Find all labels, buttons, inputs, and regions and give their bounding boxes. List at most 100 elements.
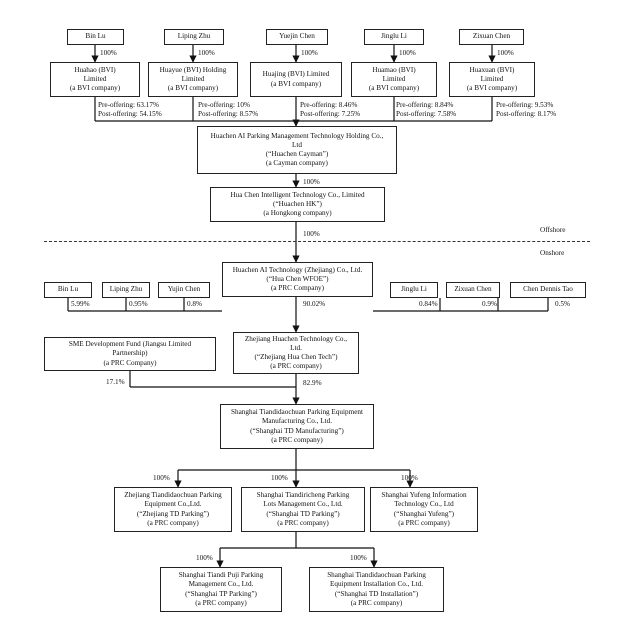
onshore-label: Onshore [540,249,565,257]
company-name-cont: Limited [480,74,504,83]
ownership-percent: 100% [497,49,514,57]
company-type: (a PRC company) [270,362,322,371]
td-manufacturing-box: Shanghai Tiandidaochuan Parking Equipmen… [220,404,374,449]
sme-fund-box: SME Development Fund (Jiangsu Limited Pa… [44,337,216,371]
bvi-company-box: Huajing (BVI) Limited (a BVI company) [250,62,342,97]
company-type: (a BVI company) [167,84,219,93]
company-name-cont: Equipment Co.,Ltd. [144,500,202,509]
pre-offering-percent: Pre-offering: 63.17% [98,101,159,109]
company-name: Zhejiang Tiandidaochuan Parking [124,491,222,500]
pre-offering-percent: Pre-offering: 9.53% [496,101,554,109]
company-type: (a PRC company) [147,518,199,527]
company-type: (a PRC company) [195,598,247,607]
company-type: (a Hongkong company) [263,209,332,218]
company-type: (a BVI company) [270,79,322,88]
company-name: Shanghai Yufeng Information [381,491,467,500]
ownership-percent: 5.99% [71,300,90,308]
grand-subsidiary-box: Shanghai Tiandidaochuan Parking Equipmen… [309,567,444,612]
grand-subsidiary-box: Shanghai Tiandi Puji Parking Management … [160,567,282,612]
ownership-percent: 100% [100,49,117,57]
ownership-percent: 82.9% [303,379,322,387]
company-type: (a PRC Company) [103,358,157,367]
wfoe-box: Huachen AI Technology (Zhejiang) Co., Lt… [222,262,373,297]
company-short-name: (“Shanghai TD Parking”) [266,509,340,518]
company-name-cont: Management Co., Ltd. [188,580,254,589]
company-name-cont: Partnership) [112,349,148,358]
pre-offering-percent: Pre-offering: 10% [198,101,250,109]
shareholder-box: Jinglu Li [364,29,424,45]
shareholder-name: Bin Lu [85,32,106,41]
shareholder-box: Bin Lu [67,29,124,45]
company-name: Huaxuan (BVI) [469,65,515,74]
company-name: SME Development Fund (Jiangsu Limited [68,340,192,349]
shareholder-name: Zixuan Chen [472,32,511,41]
company-type: (a PRC company) [271,435,323,444]
ownership-percent: 90.02% [303,300,326,308]
huachen-tech-box: Zhejiang Huachen Technology Co., Ltd. (“… [233,332,359,374]
subsidiary-box: Shanghai Tiandiricheng Parking Lots Mana… [241,487,365,532]
company-name: Huachen AI Technology (Zhejiang) Co., Lt… [232,265,363,274]
company-type: (a PRC company) [398,518,450,527]
individual-shareholder-box: Bin Lu [44,282,92,298]
company-short-name: (“Shanghai TD Manufacturing”) [250,426,344,435]
offshore-onshore-divider [44,241,590,242]
ownership-percent: 100% [303,178,320,186]
company-name-cont: Equipment Installation Co., Ltd. [329,580,424,589]
bvi-company-box: Huayue (BVI) Holding Limited (a BVI comp… [148,62,238,97]
bvi-company-box: Huaxuan (BVI) Limited (a BVI company) [449,62,535,97]
individual-shareholder-box: Jinglu Li [390,282,438,298]
company-name-cont: Limited [382,74,406,83]
company-name-cont: Limited [83,74,107,83]
company-name-cont: Technology Co., Ltd [394,500,454,509]
shareholder-name: Jinglu Li [381,32,407,41]
company-name: Huamao (BVI) [372,65,416,74]
company-type: (a PRC company) [277,518,329,527]
company-type: (a BVI company) [466,84,518,93]
shareholder-box: Yuejin Chen [266,29,328,45]
ownership-percent: 100% [401,474,418,482]
shareholder-box: Zixuan Chen [459,29,524,45]
company-name: Huachen AI Parking Management Technology… [210,131,384,140]
company-name-cont: Ltd. [290,343,302,352]
ownership-percent: 17.1% [106,378,125,386]
company-short-name: (“Shanghai Yufeng”) [393,509,455,518]
ownership-percent: 0.9% [482,300,497,308]
company-name: Hua Chen Intelligent Technology Co., Lim… [230,190,365,199]
shareholder-name: Jinglu Li [401,285,427,294]
ownership-percent: 100% [271,474,288,482]
subsidiary-box: Zhejiang Tiandidaochuan Parking Equipmen… [114,487,232,532]
offshore-label: Offshore [540,226,566,234]
company-name-cont: Manufacturing Co., Ltd. [261,417,333,426]
company-short-name: (“Zhejiang TD Parking”) [136,509,210,518]
company-short-name: (“Zhejiang Hua Chen Tech”) [254,353,338,361]
shareholder-name: Liping Zhu [177,32,211,41]
company-short-name: (“Shanghai TP Parking”) [185,589,257,598]
individual-shareholder-box: Zixuan Chen [446,282,500,298]
post-offering-percent: Post-offering: 8.17% [496,110,557,118]
bvi-company-box: Huamao (BVI) Limited (a BVI company) [351,62,437,97]
ownership-percent: 100% [350,554,367,562]
company-name-cont: Limited [181,74,205,83]
ownership-percent: 0.8% [187,300,202,308]
pre-offering-percent: Pre-offering: 8.84% [396,101,454,109]
post-offering-percent: Post-offering: 7.58% [396,110,457,118]
company-short-name: (“Huachen Cayman”) [265,150,329,158]
subsidiary-box: Shanghai Yufeng Information Technology C… [370,487,478,532]
company-name: Huayue (BVI) Holding [159,65,227,74]
ownership-percent: 100% [399,49,416,57]
ownership-percent: 100% [198,49,215,57]
shareholder-name: Liping Zhu [109,285,143,294]
company-name: Shanghai Tiandiricheng Parking [256,491,350,500]
pre-offering-percent: Pre-offering: 8.46% [300,101,358,109]
shareholder-name: Yujin Chen [167,285,201,294]
shareholder-box: Liping Zhu [164,29,224,45]
post-offering-percent: Post-offering: 7.25% [300,110,361,118]
company-short-name: (“Huachen HK”) [273,199,322,208]
company-name: Shanghai Tiandidaochuan Parking Equipmen… [231,408,363,417]
shareholder-name: Zixuan Chen [454,285,492,294]
company-name: Shanghai Tiandi Puji Parking [178,571,264,580]
company-name: Zhejiang Huachen Technology Co., [244,334,348,343]
shareholder-name: Bin Lu [57,285,79,294]
